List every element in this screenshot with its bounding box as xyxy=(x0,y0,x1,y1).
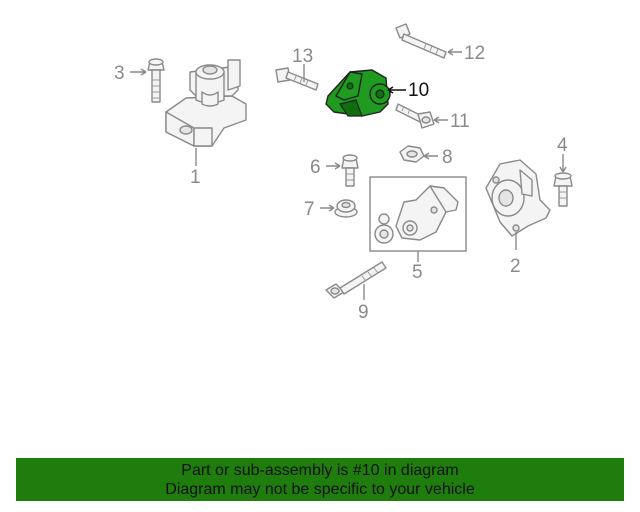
callout-9[interactable]: 9 xyxy=(358,302,369,323)
part-8-nut[interactable] xyxy=(399,145,425,163)
banner-line-2: Diagram may not be specific to your vehi… xyxy=(165,481,475,498)
callout-12[interactable]: 12 xyxy=(464,43,485,64)
leader-3 xyxy=(130,68,147,76)
leader-10 xyxy=(387,86,406,94)
leader-11 xyxy=(433,116,448,124)
part-9-long-bolt[interactable] xyxy=(325,261,387,299)
leader-6 xyxy=(326,162,341,170)
leader-7 xyxy=(320,204,335,212)
callout-10[interactable]: 10 xyxy=(408,80,429,101)
callout-8[interactable]: 8 xyxy=(442,147,453,168)
leader-8 xyxy=(423,152,438,160)
callout-13[interactable]: 13 xyxy=(292,46,313,67)
callout-3[interactable]: 3 xyxy=(114,63,125,84)
part-3-bolt[interactable] xyxy=(147,58,165,103)
callout-2[interactable]: 2 xyxy=(510,256,521,277)
banner-line-1: Part or sub-assembly is #10 in diagram xyxy=(181,462,459,479)
callout-5[interactable]: 5 xyxy=(412,262,423,283)
part-5-subassembly[interactable] xyxy=(369,176,467,252)
part-1-engine-mount[interactable] xyxy=(165,59,247,147)
part-12-long-bolt[interactable] xyxy=(395,23,447,59)
callout-11[interactable]: 11 xyxy=(450,111,470,132)
info-banner: Part or sub-assembly is #10 in diagram D… xyxy=(16,458,624,501)
part-7-washer[interactable] xyxy=(334,199,358,218)
callout-4[interactable]: 4 xyxy=(557,135,568,156)
part-2-transmission-mount[interactable] xyxy=(485,159,551,237)
part-6-bolt[interactable] xyxy=(341,154,359,187)
leader-4 xyxy=(559,154,567,173)
part-10-mount-highlighted[interactable] xyxy=(325,69,391,117)
parts-diagram: 1 3 13 10 12 xyxy=(114,23,573,323)
callout-1[interactable]: 1 xyxy=(190,167,201,188)
part-11-bolt[interactable] xyxy=(395,103,435,129)
callout-6[interactable]: 6 xyxy=(310,157,321,178)
callout-7[interactable]: 7 xyxy=(304,199,315,220)
leader-12 xyxy=(447,48,462,56)
part-4-bolt[interactable] xyxy=(553,172,573,207)
part-13-bolt[interactable] xyxy=(275,67,319,91)
